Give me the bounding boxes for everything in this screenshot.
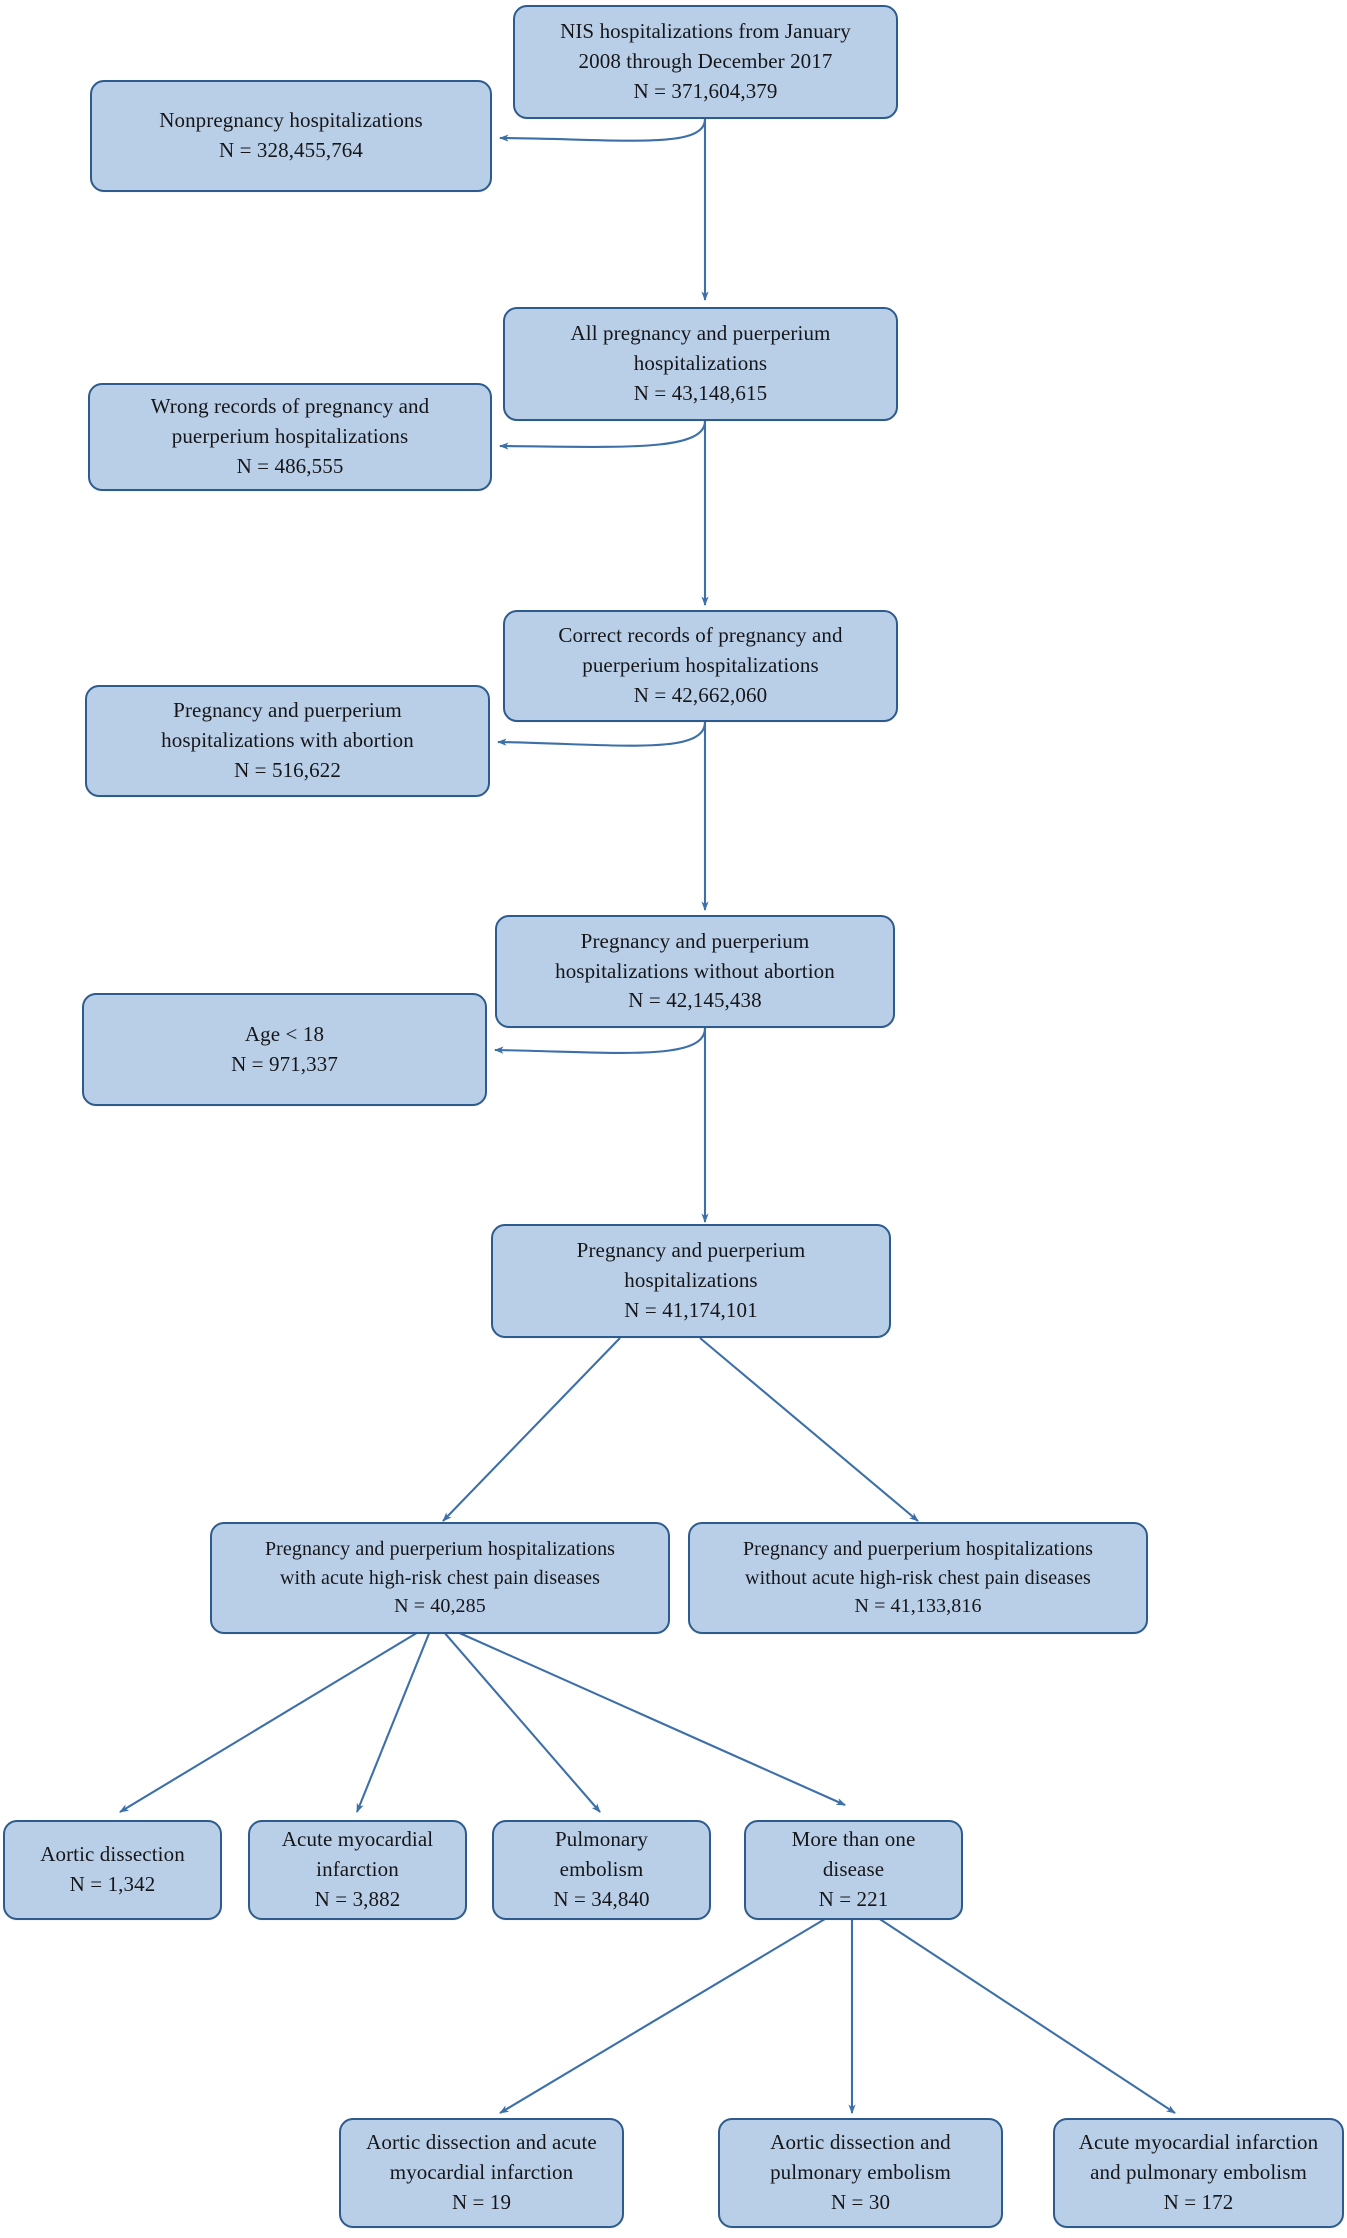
node-ad-and-ami[interactable]: Aortic dissection and acute myocardial i… <box>339 2118 624 2228</box>
node-line: N = 42,662,060 <box>633 682 768 707</box>
node-line: N = 971,337 <box>231 1051 338 1076</box>
node-line: N = 516,622 <box>234 757 341 782</box>
node-line: N = 41,174,101 <box>624 1297 758 1322</box>
node-line: N = 40,285 <box>394 1595 486 1618</box>
node-without-abortion[interactable]: Pregnancy and puerperium hospitalization… <box>495 915 895 1028</box>
node-line: N = 42,145,438 <box>628 988 762 1013</box>
arrow-chestpain-to-acute-mi <box>356 1630 431 1813</box>
node-line: Pregnancy and puerperium <box>576 1238 806 1263</box>
node-line: Acute myocardial infarction <box>1078 2130 1319 2155</box>
node-line: Pregnancy and puerperium hospitalization… <box>264 1538 616 1561</box>
node-line: hospitalizations <box>633 351 768 376</box>
node-ami-and-pe[interactable]: Acute myocardial infarction and pulmonar… <box>1053 2118 1344 2228</box>
node-line: hospitalizations with abortion <box>161 728 414 753</box>
node-line: Pregnancy and puerperium <box>173 698 402 723</box>
node-line: Aortic dissection and acute <box>366 2130 597 2155</box>
node-line: Pulmonary <box>554 1827 649 1852</box>
node-line: puerperium hospitalizations <box>171 424 409 449</box>
node-line: Pregnancy and puerperium <box>580 928 810 953</box>
node-ad-and-pe[interactable]: Aortic dissection and pulmonary embolism… <box>718 2118 1003 2228</box>
node-line: Acute myocardial <box>281 1827 434 1852</box>
arrow-nis-to-nonpregnancy <box>499 118 707 142</box>
node-line: All pregnancy and puerperium <box>570 321 831 346</box>
arrow-morethanone-to-ad-ami <box>499 1909 841 2114</box>
node-line: without acute high-risk chest pain disea… <box>745 1566 1091 1589</box>
node-all-pregnancy[interactable]: All pregnancy and puerperium hospitaliza… <box>503 307 898 421</box>
arrow-chestpain-to-aortic-dissection <box>119 1630 421 1813</box>
node-line: N = 3,882 <box>314 1886 401 1911</box>
arrow-chestpain-to-more-than-one <box>454 1630 846 1806</box>
node-line: infarction <box>316 1857 399 1882</box>
node-line: pulmonary embolism <box>770 2160 951 2185</box>
node-nis-total[interactable]: NIS hospitalizations from January 2008 t… <box>513 5 898 119</box>
node-line: N = 371,604,379 <box>633 78 778 103</box>
node-line: embolism <box>559 1857 644 1882</box>
node-pulmonary-embolism[interactable]: Pulmonary embolism N = 34,840 <box>492 1820 711 1920</box>
node-aortic-dissection[interactable]: Aortic dissection N = 1,342 <box>3 1820 222 1920</box>
node-line: NIS hospitalizations from January <box>560 19 851 44</box>
node-line: puerperium hospitalizations <box>582 653 819 678</box>
arrow-chestpain-to-pulmonary-embolism <box>442 1630 601 1813</box>
arrow-withoutabortion-to-age <box>494 1027 707 1054</box>
node-line: disease <box>822 1857 885 1882</box>
node-line: N = 34,840 <box>553 1886 650 1911</box>
node-line: Correct records of pregnancy and <box>558 623 843 648</box>
node-line: Aortic dissection and <box>770 2130 951 2155</box>
node-more-than-one[interactable]: More than one disease N = 221 <box>744 1820 963 1920</box>
node-line: N = 19 <box>451 2189 512 2214</box>
node-line: hospitalizations <box>624 1268 758 1293</box>
node-with-abortion[interactable]: Pregnancy and puerperium hospitalization… <box>85 685 490 797</box>
arrow-morethanone-to-ami-pe <box>865 1909 1176 2114</box>
node-line: with acute high-risk chest pain diseases <box>279 1566 601 1589</box>
arrow-final-to-withoutchestpain <box>699 1337 919 1522</box>
node-without-chest-pain[interactable]: Pregnancy and puerperium hospitalization… <box>688 1522 1148 1634</box>
node-line: N = 172 <box>1163 2189 1234 2214</box>
node-pregnancy-final[interactable]: Pregnancy and puerperium hospitalization… <box>491 1224 891 1338</box>
arrow-final-to-withchestpain <box>442 1337 621 1522</box>
node-line: N = 43,148,615 <box>633 380 768 405</box>
node-age-under-18[interactable]: Age < 18 N = 971,337 <box>82 993 487 1106</box>
node-line: More than one <box>791 1827 916 1852</box>
node-with-chest-pain[interactable]: Pregnancy and puerperium hospitalization… <box>210 1522 670 1634</box>
node-line: N = 328,455,764 <box>218 138 363 162</box>
node-line: Nonpregnancy hospitalizations <box>159 108 423 133</box>
node-line: Pregnancy and puerperium hospitalization… <box>742 1538 1094 1561</box>
node-line: hospitalizations without abortion <box>555 958 835 983</box>
node-acute-mi[interactable]: Acute myocardial infarction N = 3,882 <box>248 1820 467 1920</box>
node-line: myocardial infarction <box>389 2160 574 2185</box>
arrow-correct-to-withabortion <box>497 721 707 747</box>
node-line: Wrong records of pregnancy and <box>150 394 430 419</box>
node-wrong-records[interactable]: Wrong records of pregnancy and puerperiu… <box>88 383 492 491</box>
node-line: N = 486,555 <box>236 453 344 478</box>
node-line: 2008 through December 2017 <box>578 49 833 74</box>
node-line: N = 30 <box>830 2189 891 2214</box>
node-line: and pulmonary embolism <box>1090 2160 1307 2185</box>
node-line: Age < 18 <box>244 1021 325 1046</box>
node-correct-records[interactable]: Correct records of pregnancy and puerper… <box>503 610 898 722</box>
node-line: N = 221 <box>818 1886 889 1911</box>
node-line: N = 1,342 <box>69 1872 156 1896</box>
node-nonpregnancy[interactable]: Nonpregnancy hospitalizations N = 328,45… <box>90 80 492 192</box>
node-line: Aortic dissection <box>40 1842 185 1867</box>
node-line: N = 41,133,816 <box>854 1595 982 1618</box>
arrow-allpreg-to-wrong <box>499 420 707 450</box>
